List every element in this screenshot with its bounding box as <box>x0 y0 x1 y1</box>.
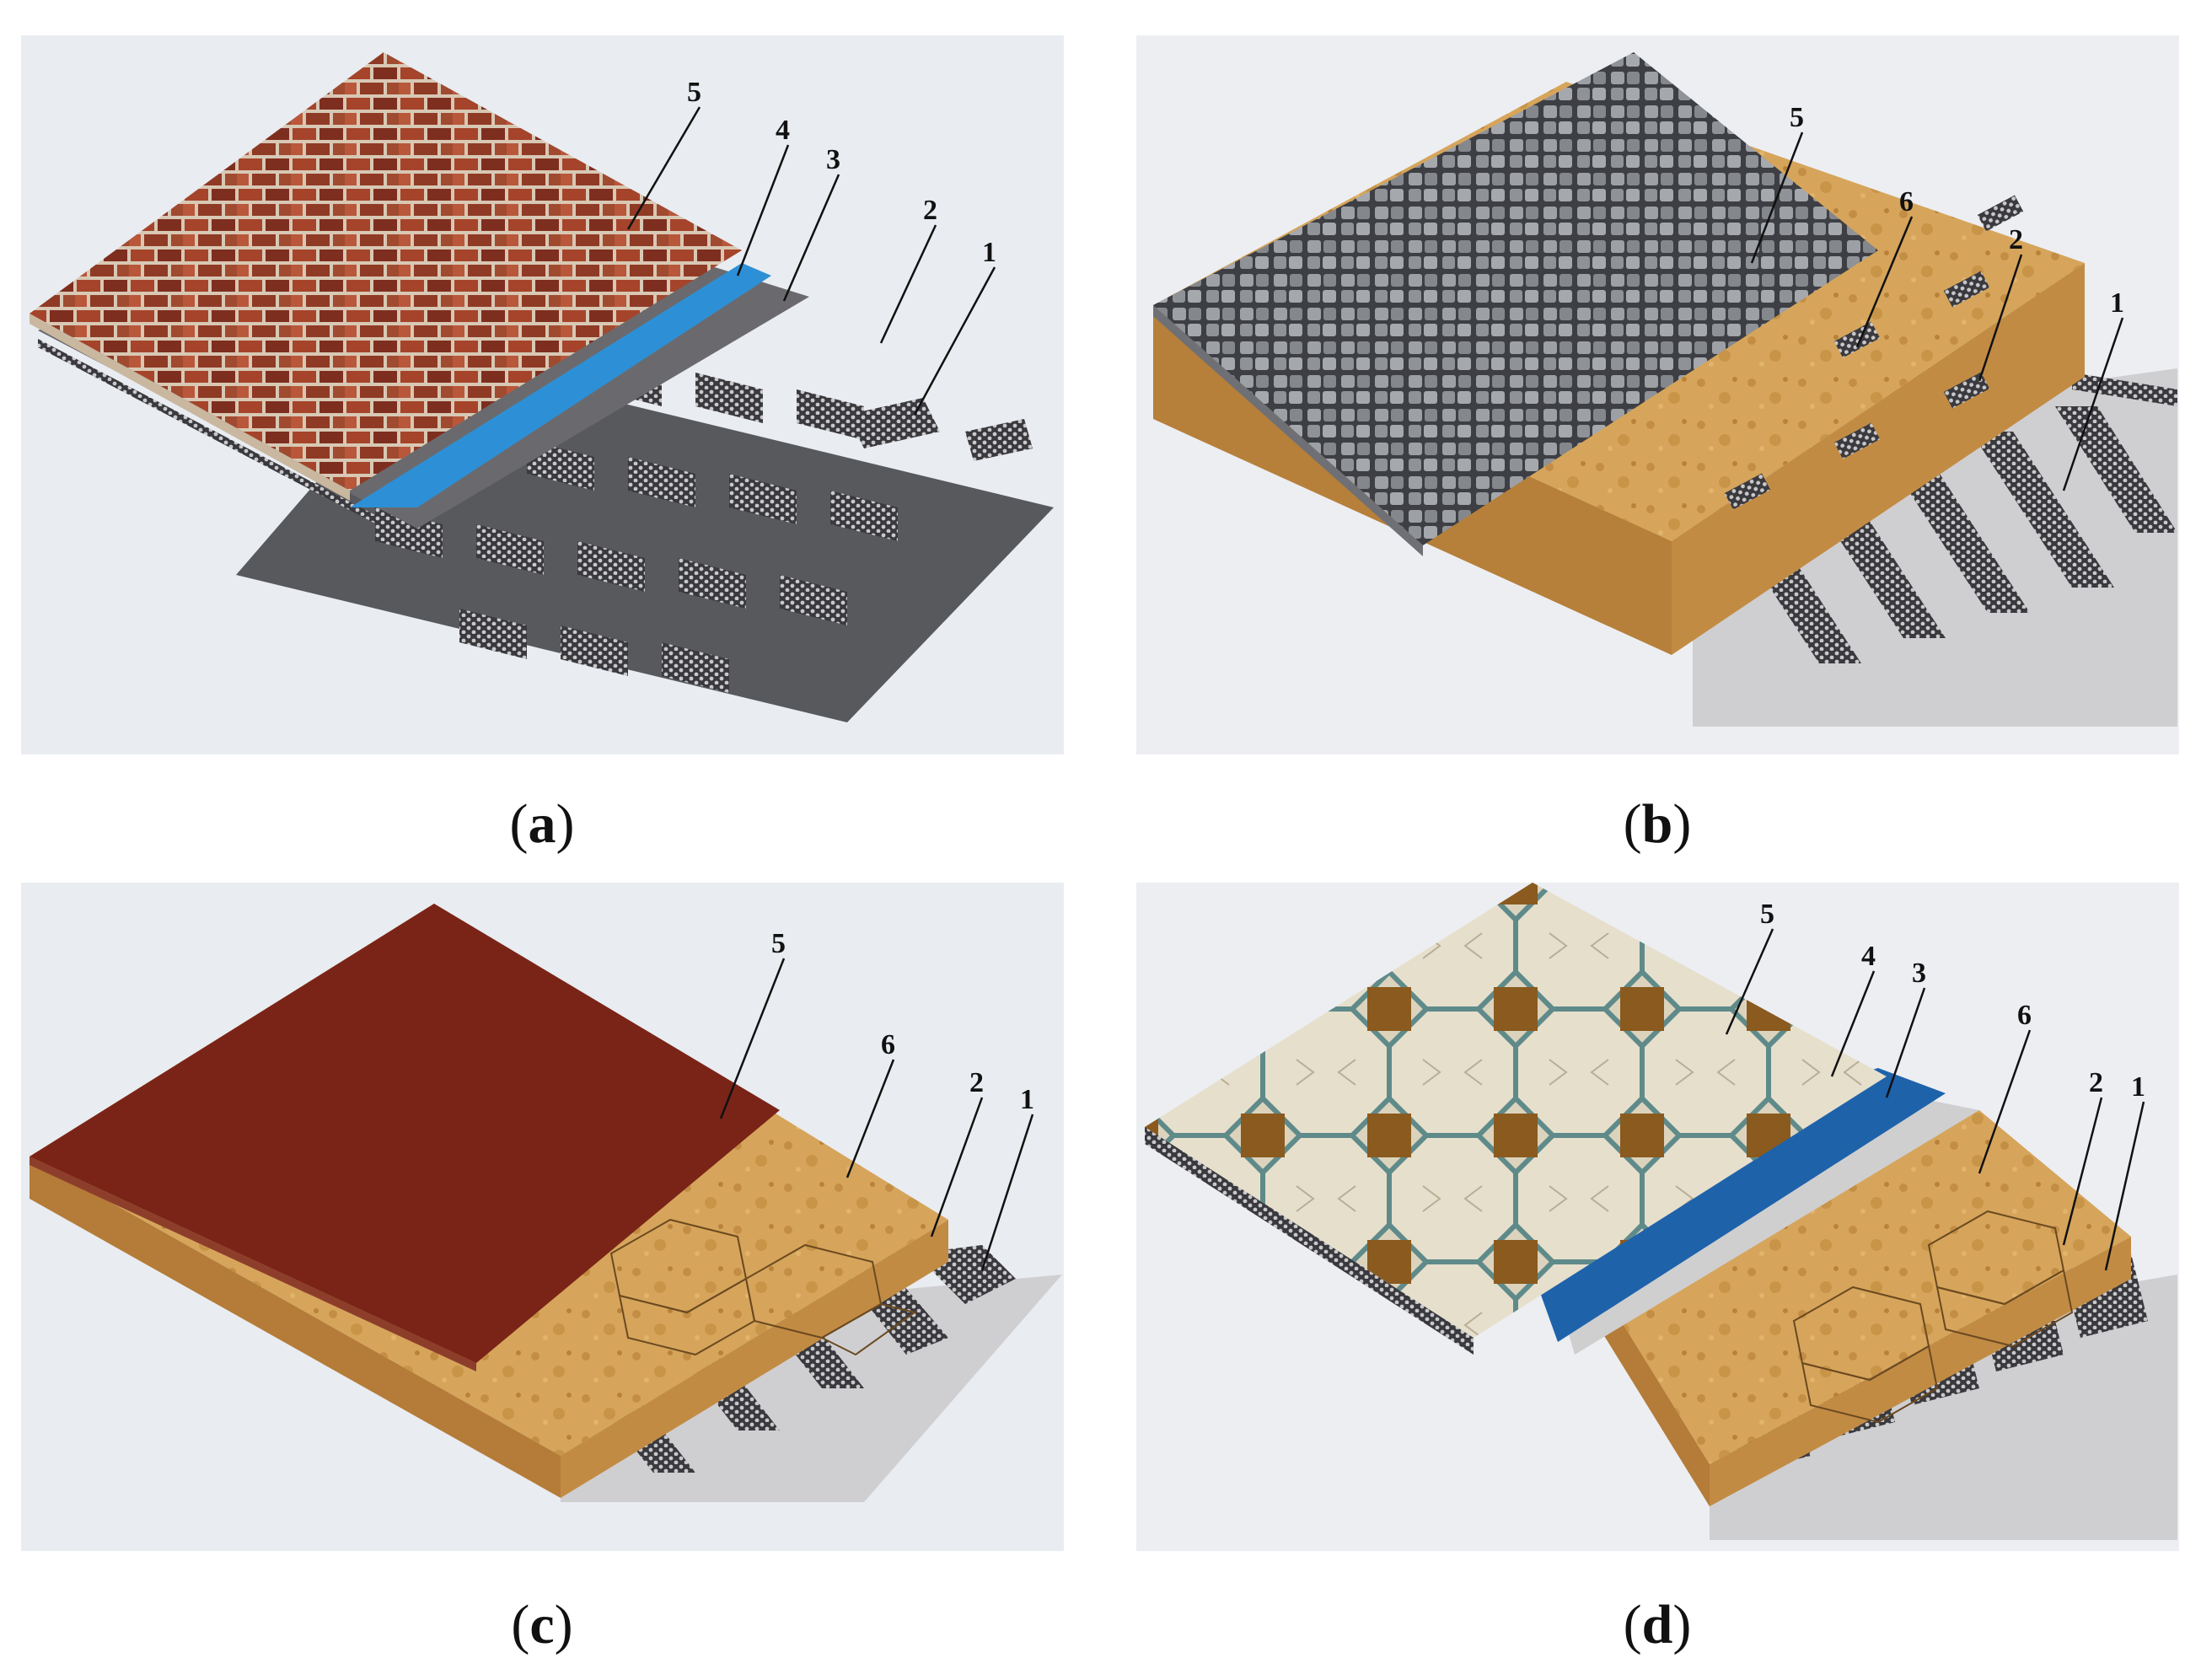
cobble-edge <box>1153 305 1423 556</box>
caption-c: (c) <box>511 1594 573 1656</box>
sand-side-edge <box>1672 263 2085 655</box>
svg-text:6: 6 <box>1899 186 1914 217</box>
caption-b: (b) <box>1623 793 1692 855</box>
layer-2-edge <box>1145 1127 1474 1355</box>
panel-d: 5 4 3 6 2 1 <box>1136 883 2179 1551</box>
svg-text:1: 1 <box>2131 1071 2145 1103</box>
sand-side-edge <box>1710 1237 2131 1506</box>
panel-c-diagram: 5 6 2 1 <box>21 883 1064 1551</box>
panel-d-diagram: 5 4 3 6 2 1 <box>1136 883 2179 1551</box>
svg-text:2: 2 <box>2009 224 2023 255</box>
brick-edge <box>30 314 350 501</box>
sand-front-edge <box>30 1157 561 1498</box>
svg-text:4: 4 <box>1861 941 1876 972</box>
layer-4-blue <box>350 263 771 507</box>
svg-text:3: 3 <box>1912 958 1926 989</box>
svg-text:6: 6 <box>881 1029 895 1060</box>
sand-side-edge <box>561 1220 948 1498</box>
svg-text:2: 2 <box>969 1067 984 1098</box>
svg-text:5: 5 <box>1760 899 1774 930</box>
layer-2-edge <box>38 339 417 545</box>
panel-b: 5 6 2 1 <box>1136 35 2179 754</box>
panel-a-diagram: 5 4 3 2 1 <box>21 35 1064 754</box>
layer-5-red-surface <box>30 904 780 1363</box>
labels-c: 5 6 2 1 <box>719 928 1034 1271</box>
svg-text:6: 6 <box>2017 1000 2032 1031</box>
labels-a: 5 4 3 2 1 <box>626 77 996 416</box>
svg-text:1: 1 <box>1020 1084 1034 1115</box>
svg-text:5: 5 <box>687 77 701 108</box>
svg-text:4: 4 <box>776 115 790 146</box>
layer-5-cobble <box>1153 52 1878 545</box>
layer-4-blue <box>1499 1068 1946 1342</box>
labels-b: 5 6 2 1 <box>1750 102 2124 491</box>
labels-d: 5 4 3 6 2 1 <box>1725 899 2145 1271</box>
hex-outlines <box>1792 1210 2074 1424</box>
svg-text:2: 2 <box>2089 1067 2103 1098</box>
hex-outlines <box>609 1218 917 1356</box>
panel-b-diagram: 5 6 2 1 <box>1136 35 2179 754</box>
svg-text:2: 2 <box>923 195 937 226</box>
red-surface-edge <box>30 1157 476 1371</box>
geocell-blocks <box>1724 195 2024 510</box>
layer-5-brick <box>30 52 742 491</box>
caption-d: (d) <box>1623 1594 1692 1656</box>
svg-text:5: 5 <box>771 928 786 959</box>
caption-a: (a) <box>509 793 575 855</box>
panel-a: 5 4 3 2 1 <box>21 35 1064 754</box>
layer-5-tile <box>1145 883 1887 1338</box>
panel-c: 5 6 2 1 <box>21 883 1064 1551</box>
svg-text:5: 5 <box>1790 102 1804 133</box>
svg-text:1: 1 <box>982 237 996 268</box>
svg-text:3: 3 <box>826 144 840 175</box>
svg-text:1: 1 <box>2110 287 2124 319</box>
